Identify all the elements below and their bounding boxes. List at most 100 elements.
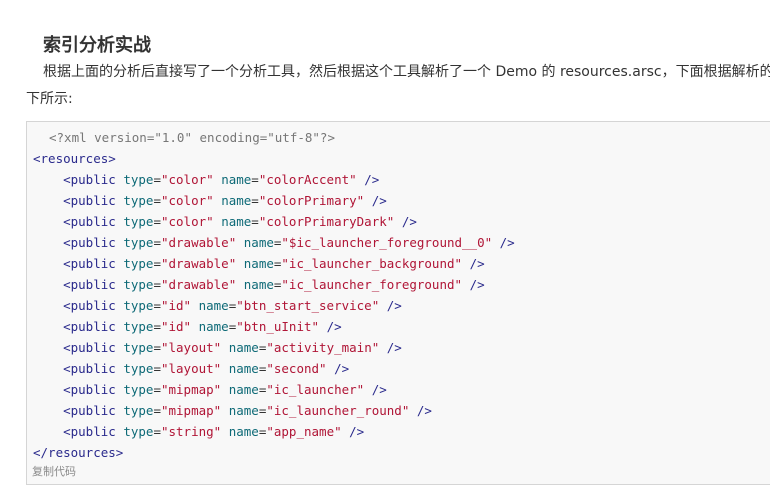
resource-entries: <public type="color" name="colorAccent" … [33, 169, 515, 442]
space [327, 361, 335, 376]
equals: = [258, 382, 267, 397]
name-attribute: name [228, 403, 259, 418]
type-attribute: type [123, 319, 154, 334]
space [364, 382, 372, 397]
public-entry-line: <public type="mipmap" name="ic_launcher"… [33, 379, 515, 400]
copy-code-button[interactable]: 复制代码 [32, 465, 76, 478]
indent [33, 361, 63, 376]
name-attribute: name [198, 298, 229, 313]
equals: = [273, 256, 282, 271]
public-tag-close: /> [401, 214, 417, 229]
type-attribute: type [123, 361, 154, 376]
public-tag-close: /> [364, 172, 380, 187]
type-value: "drawable" [160, 277, 237, 292]
indent [33, 277, 63, 292]
equals: = [153, 340, 161, 355]
equals: = [153, 277, 161, 292]
name-attribute: name [243, 256, 274, 271]
type-value: "id" [160, 319, 192, 334]
space [236, 235, 244, 250]
indent [33, 319, 63, 334]
equals: = [153, 214, 161, 229]
indent [33, 172, 63, 187]
name-value: "btn_start_service" [236, 298, 380, 313]
public-tag-close: /> [334, 361, 350, 376]
public-entry-line: <public type="id" name="btn_uInit" /> [33, 316, 515, 337]
space [379, 340, 387, 355]
indent [33, 214, 63, 229]
equals: = [153, 424, 161, 439]
name-value: "ic_launcher_background" [281, 256, 463, 271]
type-value: "mipmap" [160, 382, 222, 397]
space [221, 340, 229, 355]
public-entry-line: <public type="mipmap" name="ic_launcher_… [33, 400, 515, 421]
name-attribute: name [221, 214, 252, 229]
public-tag-open: <public [63, 382, 116, 397]
type-attribute: type [123, 277, 154, 292]
type-attribute: type [123, 340, 154, 355]
type-value: "string" [160, 424, 222, 439]
public-tag-open: <public [63, 235, 116, 250]
equals: = [153, 319, 161, 334]
type-attribute: type [123, 193, 154, 208]
public-tag-open: <public [63, 214, 116, 229]
equals: = [251, 193, 259, 208]
indent [33, 424, 63, 439]
xml-code: <?xml version="1.0" encoding="utf-8"?><r… [33, 127, 515, 463]
type-value: "id" [160, 298, 192, 313]
space [221, 361, 229, 376]
equals: = [258, 361, 267, 376]
space [221, 382, 229, 397]
equals: = [273, 277, 282, 292]
indent [33, 403, 63, 418]
name-attribute: name [221, 193, 252, 208]
name-value: "app_name" [266, 424, 342, 439]
space [379, 298, 387, 313]
public-entry-line: <public type="string" name="app_name" /> [33, 421, 515, 442]
name-attribute: name [228, 361, 259, 376]
name-attribute: name [228, 340, 259, 355]
equals: = [153, 382, 161, 397]
name-value: "colorPrimaryDark" [258, 214, 395, 229]
space [462, 277, 470, 292]
type-attribute: type [123, 403, 154, 418]
type-value: "color" [160, 214, 214, 229]
paragraph-line-2: 下所示: [26, 91, 73, 107]
code-block: <?xml version="1.0" encoding="utf-8"?><r… [26, 121, 770, 485]
equals: = [258, 340, 267, 355]
space [409, 403, 417, 418]
equals: = [153, 403, 161, 418]
name-value: "second" [266, 361, 327, 376]
name-attribute: name [228, 424, 259, 439]
type-attribute: type [123, 382, 154, 397]
public-tag-close: /> [371, 193, 387, 208]
public-tag-close: /> [349, 424, 365, 439]
resources-close-tag: </resources> [33, 445, 124, 460]
equals: = [153, 361, 161, 376]
equals: = [153, 256, 161, 271]
space [319, 319, 327, 334]
public-tag-open: <public [63, 172, 116, 187]
type-attribute: type [123, 172, 154, 187]
space [191, 298, 199, 313]
public-entry-line: <public type="drawable" name="ic_launche… [33, 253, 515, 274]
name-value: "colorAccent" [258, 172, 357, 187]
equals: = [251, 214, 259, 229]
space [364, 193, 372, 208]
type-value: "color" [160, 193, 214, 208]
paragraph-line-1: 根据上面的分析后直接写了一个分析工具，然后根据这个工具解析了一个 Demo 的 … [43, 64, 770, 80]
equals: = [258, 403, 267, 418]
public-tag-close: /> [326, 319, 342, 334]
equals: = [273, 235, 282, 250]
space [191, 319, 199, 334]
public-entry-line: <public type="drawable" name="ic_launche… [33, 274, 515, 295]
type-value: "drawable" [160, 235, 237, 250]
public-tag-open: <public [63, 403, 116, 418]
name-value: "ic_launcher_round" [266, 403, 410, 418]
public-tag-open: <public [63, 298, 116, 313]
public-tag-close: /> [386, 298, 402, 313]
public-tag-open: <public [63, 424, 116, 439]
type-value: "mipmap" [160, 403, 222, 418]
equals: = [258, 424, 267, 439]
public-tag-open: <public [63, 340, 116, 355]
